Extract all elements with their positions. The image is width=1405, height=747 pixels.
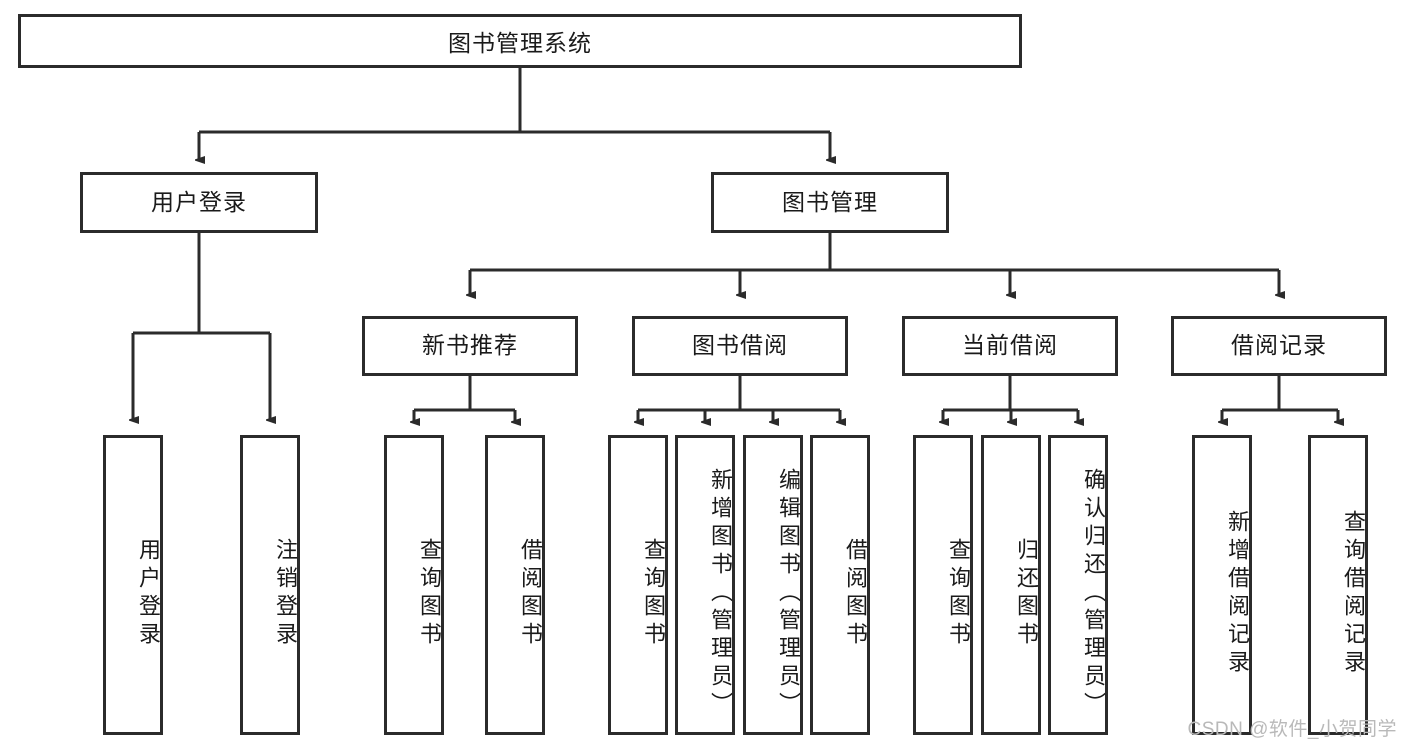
node-label: 确认归还（管理员）	[1081, 468, 1106, 720]
node-book-management[interactable]: 图书管理	[711, 172, 949, 233]
node-label: 用户登录	[136, 538, 161, 650]
node-label: 新书推荐	[422, 332, 518, 359]
leaf-user-login-logout[interactable]: 注销登录	[240, 435, 300, 735]
node-label: 查询图书	[641, 538, 666, 650]
leaf-current-confirm-return[interactable]: 确认归还（管理员）	[1048, 435, 1108, 735]
leaf-new-book-borrow[interactable]: 借阅图书	[485, 435, 545, 735]
node-label: 图书管理	[782, 188, 878, 215]
leaf-borrow-edit-book[interactable]: 编辑图书（管理员）	[743, 435, 803, 735]
node-label: 借阅图书	[843, 538, 868, 650]
node-label: 借阅图书	[518, 538, 543, 650]
node-label: 当前借阅	[962, 332, 1058, 359]
node-new-book-recommend[interactable]: 新书推荐	[362, 316, 578, 376]
leaf-record-add[interactable]: 新增借阅记录	[1192, 435, 1252, 735]
node-current-borrow[interactable]: 当前借阅	[902, 316, 1118, 376]
leaf-borrow-add-book[interactable]: 新增图书（管理员）	[675, 435, 735, 735]
csdn-watermark: CSDN @软件_小贺同学	[1187, 719, 1397, 740]
node-book-borrow[interactable]: 图书借阅	[632, 316, 848, 376]
node-label: 图书管理系统	[448, 30, 592, 56]
node-label: 图书借阅	[692, 332, 788, 359]
leaf-new-book-query[interactable]: 查询图书	[384, 435, 444, 735]
leaf-borrow-borrow-book[interactable]: 借阅图书	[810, 435, 870, 735]
node-label: 归还图书	[1014, 538, 1039, 650]
leaf-borrow-query-book[interactable]: 查询图书	[608, 435, 668, 735]
node-label: 查询借阅记录	[1341, 510, 1366, 678]
node-label: 借阅记录	[1231, 332, 1327, 359]
node-label: 新增图书（管理员）	[708, 468, 733, 720]
node-borrow-record[interactable]: 借阅记录	[1171, 316, 1387, 376]
node-label: 查询图书	[417, 538, 442, 650]
node-label: 新增借阅记录	[1225, 510, 1250, 678]
node-label: 编辑图书（管理员）	[776, 468, 801, 720]
leaf-current-return-book[interactable]: 归还图书	[981, 435, 1041, 735]
node-label: 查询图书	[946, 538, 971, 650]
node-label: 注销登录	[273, 538, 298, 650]
node-user-login[interactable]: 用户登录	[80, 172, 318, 233]
leaf-record-query[interactable]: 查询借阅记录	[1308, 435, 1368, 735]
node-root-system[interactable]: 图书管理系统	[18, 14, 1022, 68]
node-label: 用户登录	[151, 188, 247, 215]
leaf-user-login-login[interactable]: 用户登录	[103, 435, 163, 735]
leaf-current-query-book[interactable]: 查询图书	[913, 435, 973, 735]
